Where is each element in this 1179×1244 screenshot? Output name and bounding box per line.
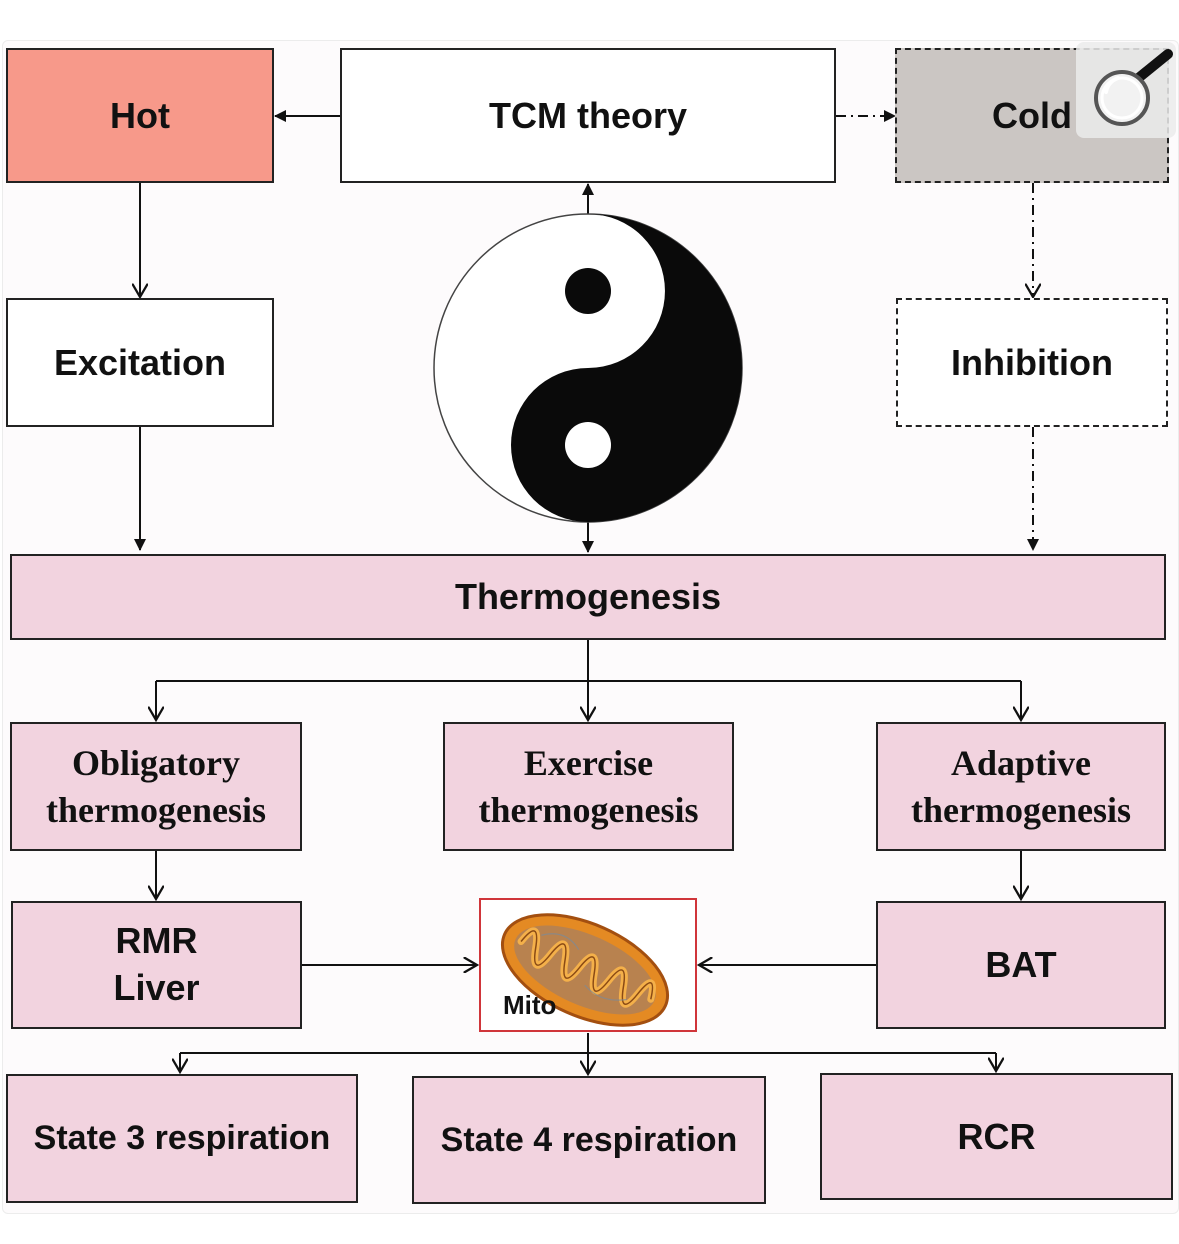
yin-yang-icon [433, 213, 743, 523]
tcm-theory-box: TCM theory [340, 48, 836, 183]
obligatory-thermogenesis-label: Obligatory thermogenesis [46, 743, 266, 830]
exercise-thermogenesis-box: Exercise thermogenesis [443, 722, 734, 851]
rmr-liver-label: RMR Liver [113, 920, 200, 1008]
excitation-label: Excitation [53, 341, 227, 383]
inhibition-label: Inhibition [951, 341, 1113, 383]
state4-respiration-box: State 4 respiration [412, 1076, 766, 1204]
magnifier-icon [1094, 49, 1173, 126]
state4-respiration-label: State 4 respiration [440, 1120, 738, 1159]
tcm-theory-label: TCM theory [489, 94, 687, 136]
bat-label: BAT [985, 944, 1057, 986]
thermogenesis-box: Thermogenesis [10, 554, 1166, 640]
zoom-button[interactable] [1076, 42, 1176, 138]
adaptive-thermogenesis-box: Adaptive thermogenesis [876, 722, 1166, 851]
rmr-liver-box: RMR Liver [11, 901, 302, 1029]
exercise-thermogenesis-label: Exercise thermogenesis [478, 743, 699, 830]
inhibition-box: Inhibition [896, 298, 1168, 427]
thermogenesis-label: Thermogenesis [454, 576, 722, 618]
bat-box: BAT [876, 901, 1166, 1029]
obligatory-thermogenesis-box: Obligatory thermogenesis [10, 722, 302, 851]
state3-respiration-box: State 3 respiration [6, 1074, 358, 1203]
rcr-box: RCR [820, 1073, 1173, 1200]
rcr-label: RCR [957, 1115, 1036, 1157]
hot-box: Hot [6, 48, 274, 183]
hot-label: Hot [110, 94, 170, 136]
mitochondrion-box: Mito [479, 898, 697, 1032]
mito-label: Mito [503, 990, 557, 1020]
mitochondrion-icon [500, 913, 670, 1027]
excitation-box: Excitation [6, 298, 274, 427]
state3-respiration-label: State 3 respiration [33, 1119, 331, 1158]
adaptive-thermogenesis-label: Adaptive thermogenesis [911, 743, 1131, 830]
cold-label: Cold [992, 94, 1072, 136]
